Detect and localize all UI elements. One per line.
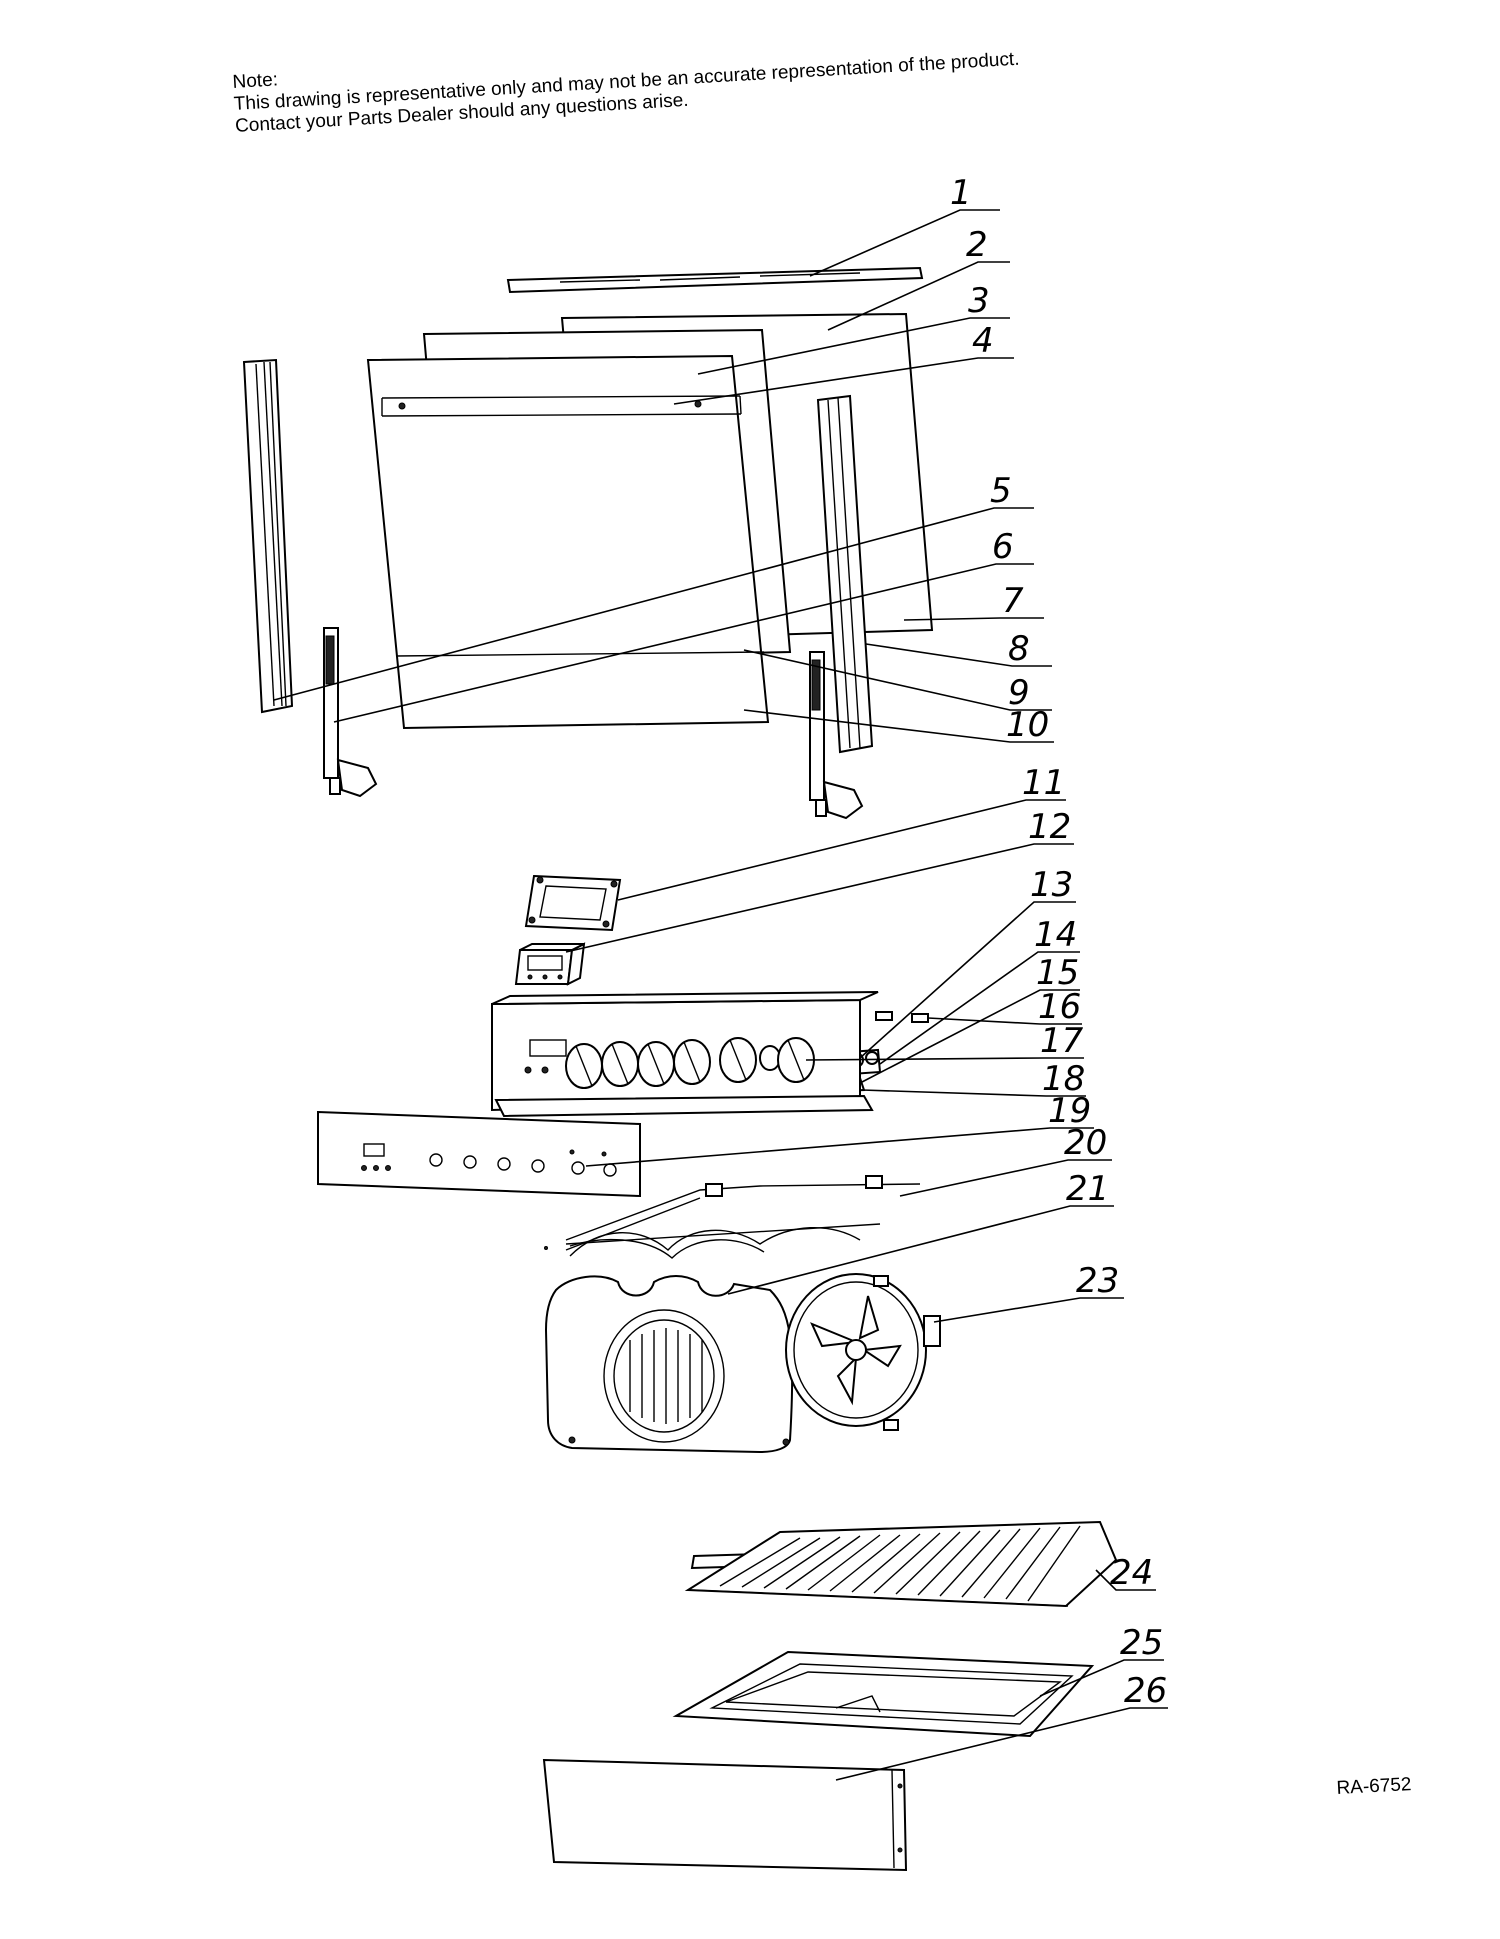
part-door-side-trim-right: [816, 394, 874, 754]
callout-17: 17: [1040, 1021, 1084, 1061]
callout-9: 9: [1008, 673, 1030, 713]
callout-10: 10: [1006, 705, 1049, 745]
callout-13: 13: [1030, 865, 1073, 905]
callout-8: 8: [1008, 629, 1030, 669]
part-fan-cover-21: [544, 1275, 794, 1454]
part-top-trim-1: [506, 266, 924, 294]
callout-21: 21: [1066, 1169, 1109, 1209]
callout-5: 5: [990, 471, 1012, 511]
part-storage-drawer-26: [542, 1758, 908, 1872]
part-door-side-trim-left: [242, 358, 294, 714]
callout-6: 6: [992, 527, 1014, 567]
callout-14: 14: [1034, 915, 1077, 955]
part-control-fascia-19: [317, 1110, 641, 1198]
callout-12: 12: [1028, 807, 1071, 847]
leader-lines: [273, 209, 1168, 1781]
callout-18: 18: [1042, 1059, 1085, 1099]
callout-23: 23: [1076, 1261, 1119, 1301]
callout-19: 19: [1048, 1091, 1091, 1131]
callout-1: 1: [950, 173, 972, 213]
callout-2: 2: [966, 225, 988, 265]
callout-25: 25: [1120, 1623, 1163, 1663]
part-broil-pan-25: [672, 1650, 1095, 1738]
callout-3: 3: [968, 281, 990, 321]
part-door-hinge-right: [809, 651, 864, 820]
callout-numbers: 1 2 3 4 5 6 7 8 9 10 11 12 13 14 15 16 1…: [950, 173, 1167, 1711]
part-outer-door-panel-3: [366, 354, 770, 730]
callout-15: 15: [1036, 953, 1079, 993]
part-control-knobs-18: [565, 1037, 815, 1089]
callout-16: 16: [1038, 987, 1081, 1027]
callout-7: 7: [1002, 581, 1024, 621]
part-bracket-11: [524, 874, 622, 932]
callout-4: 4: [972, 321, 994, 361]
callout-24: 24: [1110, 1553, 1153, 1593]
part-oven-rack-24: [684, 1520, 1118, 1608]
part-heating-element-20: [544, 1175, 921, 1259]
part-door-hinge-left: [323, 627, 378, 798]
callout-11: 11: [1022, 763, 1065, 803]
callout-20: 20: [1064, 1123, 1107, 1163]
part-fan-motor-23: [785, 1273, 941, 1431]
callout-26: 26: [1124, 1671, 1167, 1711]
part-clock-timer-12: [514, 942, 586, 986]
